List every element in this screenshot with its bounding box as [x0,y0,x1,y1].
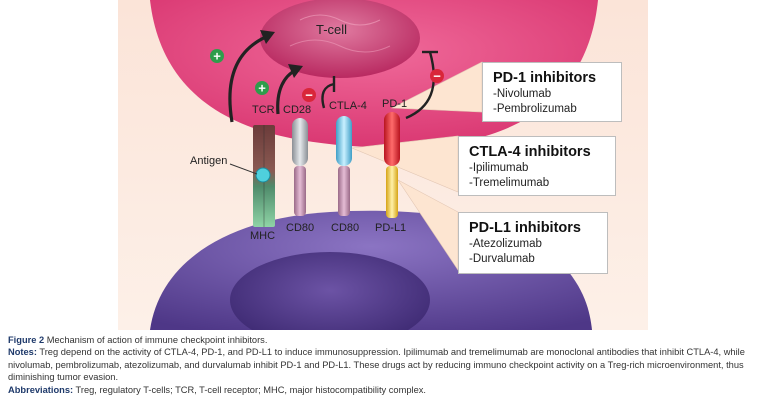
svg-text:−: − [433,69,441,84]
plus-sign-1: + [210,49,224,64]
diagram-canvas: + + − − [118,0,648,348]
cd28-label: CD28 [283,104,312,116]
cd28-arrow-head [288,64,303,78]
mechanism-diagram: + + − − T-cell TCR CD28 CTLA-4 PD-1 Anti… [118,0,648,348]
abbreviations-label: Abbreviations: [8,384,74,395]
tcr-signal-arrow [228,34,269,123]
pd1-inhibitors-box: PD-1 inhibitors -Nivolumab -Pembrolizuma… [482,62,622,122]
drug-durvalumab: -Durvalumab [469,253,535,265]
tcr-arrow-head [260,30,275,44]
cd80-label-2: CD80 [331,222,360,234]
pdl1-inhibitors-box: PD-L1 inhibitors -Atezolizumab -Durvalum… [458,212,608,274]
cd28-receptor [292,118,308,166]
ctla4-label: CTLA-4 [329,100,367,112]
pdl1-inhibitors-title: PD-L1 inhibitors [469,220,581,236]
drug-atezolizumab: -Atezolizumab [469,238,542,250]
pd1-inhibit-line [405,51,435,120]
caption-notes: Notes: Treg depend on the activity of CT… [8,346,764,383]
apc-nucleus [230,252,430,348]
svg-text:+: + [213,49,221,64]
ctla4-inhibit-line [321,82,335,109]
mhc-label: MHC [250,230,276,242]
notes-text: Treg depend on the activity of CTLA-4, P… [8,347,745,383]
cd80-label-1: CD80 [286,222,315,234]
antigen-dot [255,167,271,183]
minus-sign-2: − [430,69,444,84]
figure-caption: Figure 2 Mechanism of action of immune c… [8,334,764,396]
pd1-label: PD-1 [382,98,408,110]
figure-title: Mechanism of action of immune checkpoint… [46,335,268,345]
cd80-ligand-2 [338,166,350,216]
minus-sign-1: − [302,88,316,103]
notes-label: Notes: [8,347,37,358]
caption-abbreviations: Abbreviations: Treg, regulatory T-cells;… [8,384,764,396]
ctla4-inhibitors-title: CTLA-4 inhibitors [469,144,591,160]
ctla4-inhibitors-box: CTLA-4 inhibitors -Ipilimumab -Tremelimu… [458,136,616,196]
drug-tremelimumab: -Tremelimumab [469,177,550,189]
tcr-label: TCR [252,104,275,116]
pdl1-label: PD-L1 [375,222,407,234]
abbreviations-text: Treg, regulatory T-cells; TCR, T-cell re… [75,384,426,395]
svg-text:+: + [258,81,266,96]
drug-ipilimumab: -Ipilimumab [469,162,529,174]
pdl1-ligand [386,166,398,218]
ctla4-receptor [336,116,352,166]
pd1-inhibitors-title: PD-1 inhibitors [493,70,597,86]
drug-pembrolizumab: -Pembrolizumab [493,103,577,115]
antigen-label: Antigen [190,155,228,167]
t-cell-nucleus [260,0,420,78]
svg-text:−: − [305,88,313,103]
t-cell-label: T-cell [316,22,348,37]
nucleus-texture [289,39,391,53]
caption-title-line: Figure 2 Mechanism of action of immune c… [8,334,764,346]
figure-label: Figure 2 [8,335,45,345]
drug-nivolumab: -Nivolumab [493,88,552,100]
nucleus-texture [299,14,381,26]
antigen-pointer [229,163,258,175]
cd80-ligand-1 [294,166,306,216]
pd1-receptor [384,112,400,166]
plus-sign-2: + [255,81,269,96]
